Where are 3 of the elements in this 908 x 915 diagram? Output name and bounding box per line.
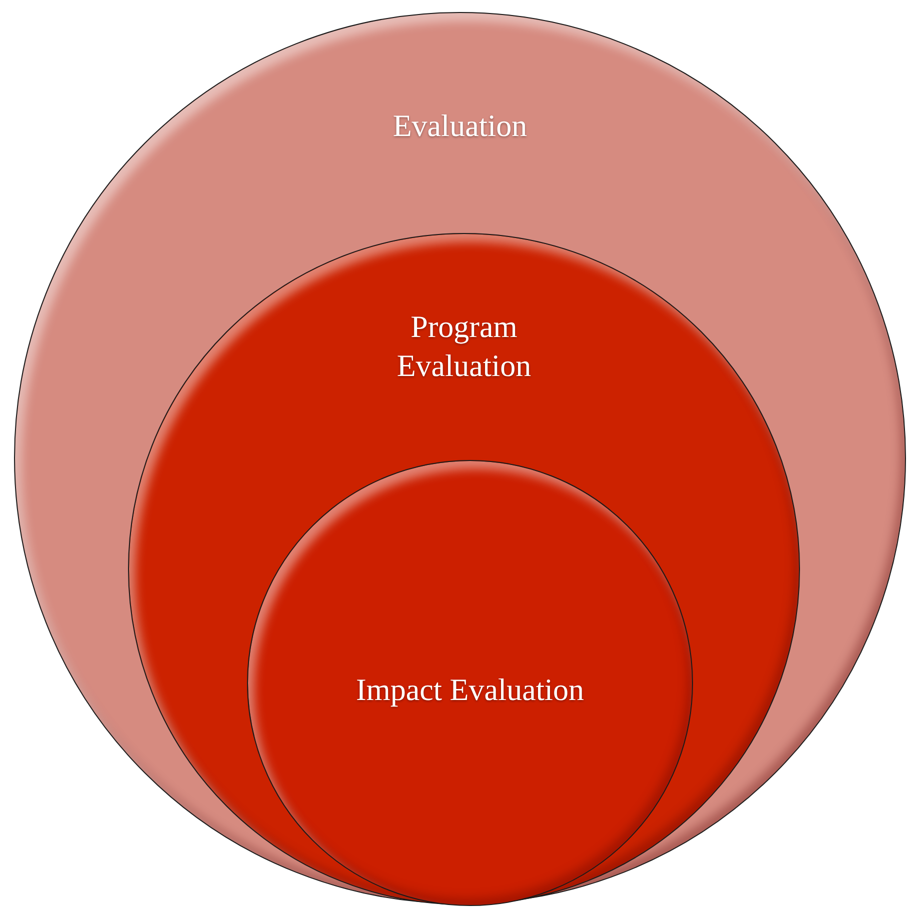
circle-label: Program Evaluation (396, 308, 532, 385)
circle-label: Impact Evaluation (354, 671, 586, 709)
circle-label: Evaluation (392, 107, 528, 145)
